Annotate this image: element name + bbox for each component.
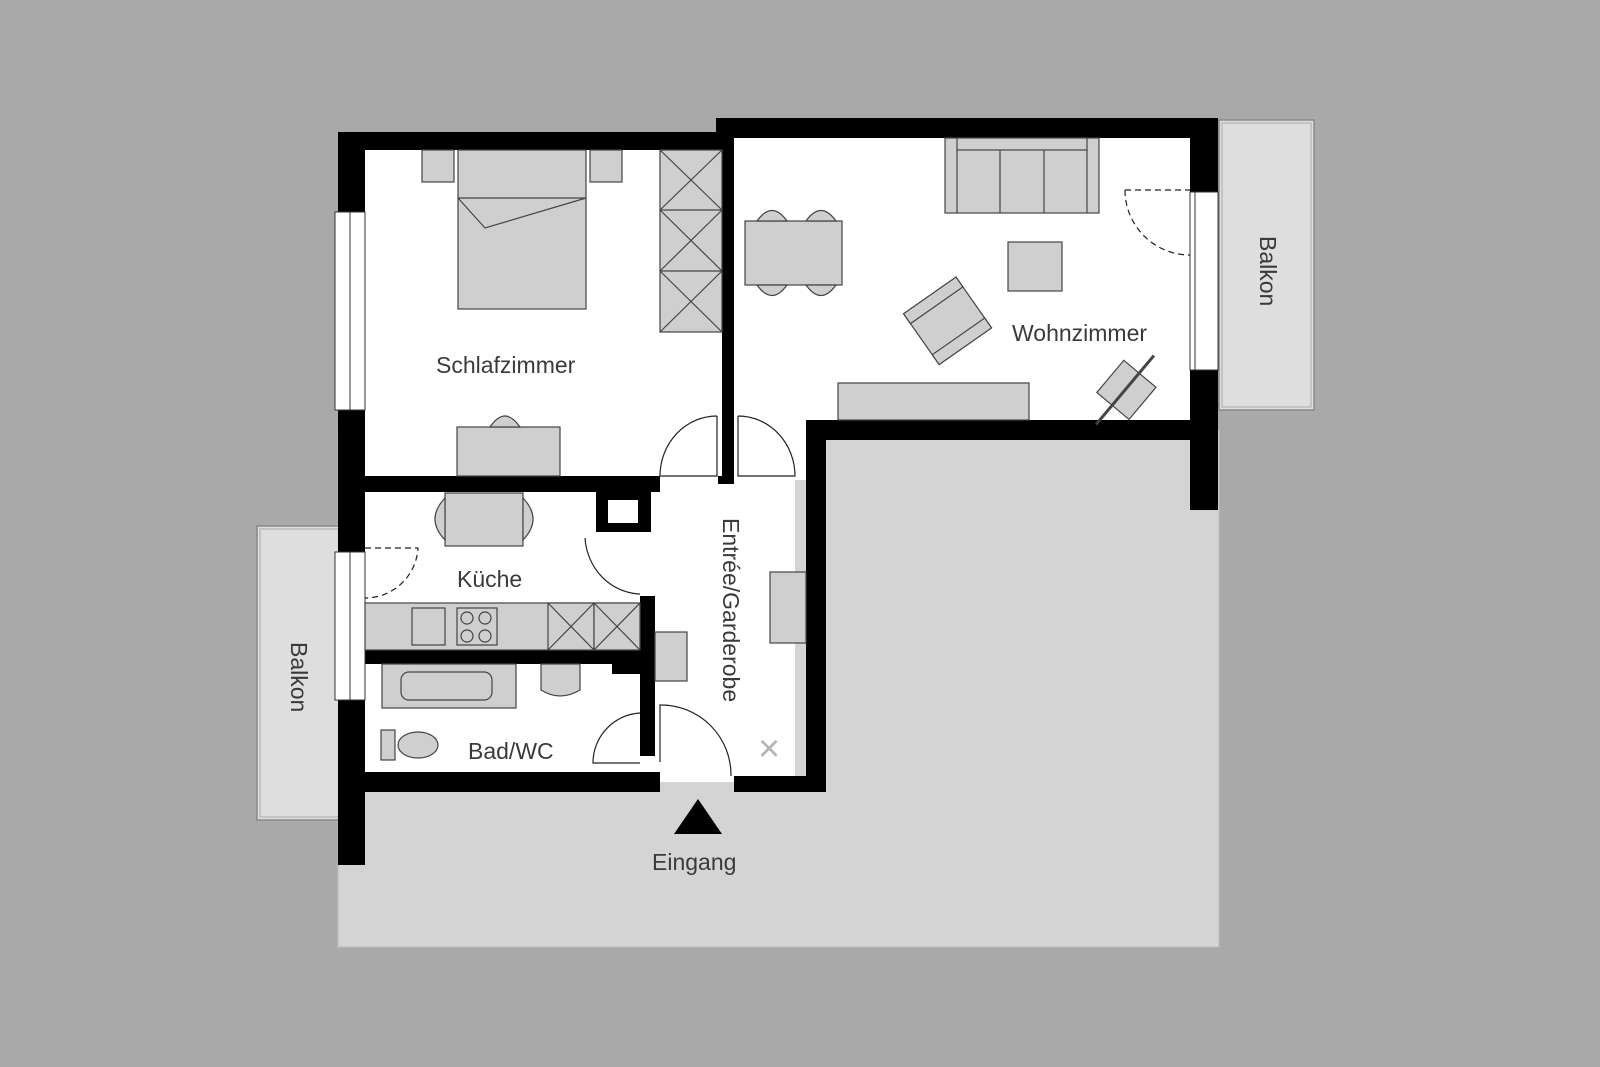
triangle-up-icon: [674, 799, 722, 834]
entry-furniture: [654, 571, 807, 682]
bedroom-furniture: [421, 149, 723, 477]
doors[interactable]: [364, 189, 1191, 777]
bath-furniture: [380, 663, 581, 761]
room-label-kueche: Küche: [457, 566, 523, 592]
room-label-entree: Entrée/Garderobe: [718, 518, 744, 703]
room-label-bad: Bad/WC: [468, 738, 554, 764]
door-living: [737, 415, 796, 477]
door-bedroom: [659, 415, 718, 477]
balcony-label-right: Balkon: [1255, 236, 1281, 307]
kitchen-furniture: [364, 492, 641, 651]
desk: [456, 426, 561, 477]
desk-chair: [488, 415, 522, 428]
wardrobe: [659, 149, 723, 333]
door-bath: [592, 712, 641, 764]
double-bed: [457, 149, 587, 310]
living-furniture: [744, 137, 1157, 426]
shoe-cabinet: [654, 631, 688, 682]
entrance-label: Eingang: [652, 849, 737, 875]
balcony-door-left: [364, 547, 419, 599]
sink: [411, 607, 446, 646]
coffee-table: [1007, 241, 1063, 292]
sideboard: [837, 382, 1030, 421]
nightstand-left: [421, 149, 455, 183]
toilet: [380, 729, 396, 761]
kitchen-table: [444, 492, 524, 547]
door-kitchen: [584, 537, 641, 595]
nightstand-right: [589, 149, 623, 183]
balcony-door-right: [1124, 189, 1191, 256]
washbasin: [540, 663, 581, 697]
dining-table: [744, 220, 843, 286]
floor-marker-x: ×: [758, 728, 781, 770]
windows: [334, 191, 1219, 701]
armchair: [902, 276, 993, 366]
balcony-right: [1218, 119, 1315, 411]
room-label-wohnzimmer: Wohnzimmer: [1012, 320, 1148, 346]
floor-lamp: [1094, 354, 1157, 426]
walls: [338, 118, 1218, 865]
shaft-inner: [608, 500, 638, 523]
room-label-schlafzimmer: Schlafzimmer: [436, 352, 576, 378]
balcony-label-left: Balkon: [286, 642, 312, 713]
wardrobe-bench: [769, 571, 807, 644]
door-entrance: [659, 704, 732, 777]
